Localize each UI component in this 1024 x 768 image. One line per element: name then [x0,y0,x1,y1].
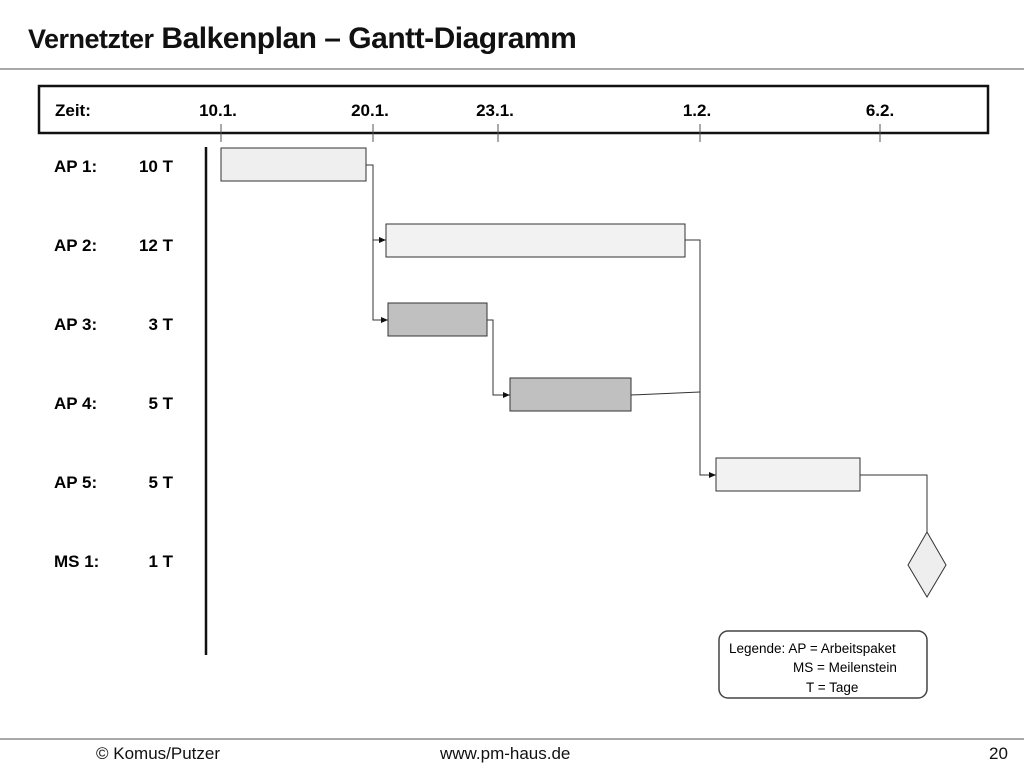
timeline-tick-label-2: 20.1. [351,101,389,120]
package-label-ap2: AP 2: [54,236,97,255]
package-duration-ap1: 10 T [139,157,174,176]
connector-ap1-ap2 [366,164,386,243]
package-label-ap3: AP 3: [54,315,97,334]
gantt-diagram: Zeit: 10.1. 20.1. 23.1. 1.2. 6.2. AP 1: … [37,84,990,699]
legend-box [718,630,928,699]
title-divider [0,68,1024,70]
package-duration-ap3: 3 T [148,315,173,334]
legend-line-2: MS = Meilenstein [793,660,897,675]
gantt-bar-ap3 [387,302,488,337]
package-duration-ap4: 5 T [148,394,173,413]
gantt-bar-ap1 [220,147,367,182]
page-title: Vernetzter Balkenplan – Gantt-Diagramm [28,22,577,56]
connector-ap2-ap5 [685,239,716,478]
timeline-tick-label-4: 1.2. [683,101,711,120]
footer-url: www.pm-haus.de [440,744,571,763]
page-title-part2: Balkenplan – Gantt-Diagramm [161,22,577,55]
timeline-label: Zeit: [55,101,91,120]
connector-ap3-ap4 [487,319,510,398]
package-label-ap5: AP 5: [54,473,97,492]
package-duration-ap5: 5 T [148,473,173,492]
footer-divider [0,738,1024,740]
package-label-ap4: AP 4: [54,394,97,413]
timeline-tick-label-3: 23.1. [476,101,514,120]
package-label-ap1: AP 1: [54,157,97,176]
footer-copyright: © Komus/Putzer [96,744,221,763]
connector-ap5-ms1 [860,474,928,532]
package-duration-ms1: 1 T [148,552,173,571]
timeline-tick-label-1: 10.1. [199,101,237,120]
gantt-bar-ap5 [715,457,861,492]
gantt-bar-ap4 [509,377,632,412]
milestone-diamond-ms1 [907,530,947,598]
timeline-tick-label-5: 6.2. [866,101,894,120]
gantt-bar-ap2 [385,223,686,258]
connector-ap1-ap3 [372,240,388,323]
package-duration-ap2: 12 T [139,236,174,255]
connector-ap4-ap5 [630,391,701,396]
timeline-header-box [37,84,990,135]
footer-page-number: 20 [989,744,1008,763]
legend-line-3: T = Tage [806,680,858,695]
legend-line-1: Legende: AP = Arbeitspaket [729,641,896,656]
package-label-ms1: MS 1: [54,552,99,571]
page-title-part1: Vernetzter [28,24,154,54]
